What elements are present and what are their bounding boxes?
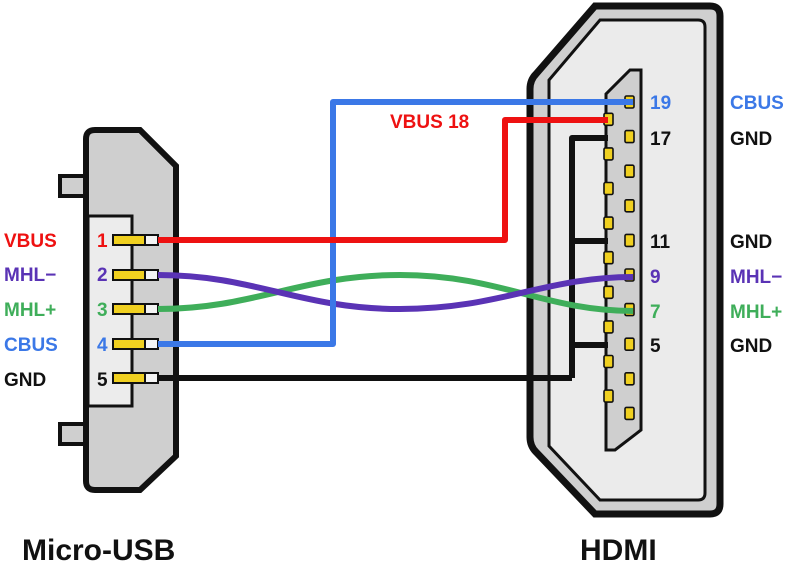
hdmi-pin-pad-17 (624, 129, 635, 144)
usb-pin4-label: CBUS (4, 335, 58, 356)
usb-pin-contact-4 (112, 338, 146, 350)
usb-pin-contact-5 (112, 372, 146, 384)
hdmi-pin17-label: GND (730, 129, 772, 150)
micro-usb-pins (112, 234, 159, 384)
usb-pin-tip-4 (144, 338, 159, 350)
hdmi-pin11-label: GND (730, 232, 772, 253)
hdmi-pin-pad-10 (603, 250, 614, 265)
hdmi-pin-pad-6 (603, 320, 614, 334)
usb-pin-tip-3 (144, 303, 159, 315)
usb-pin-contact-3 (112, 303, 146, 315)
usb-pin1-label: VBUS (4, 231, 57, 252)
micro-usb-labels: VBUS 1 MHL− 2 MHL+ 3 CBUS 4 GND 5 (4, 231, 108, 391)
hdmi-pin-pad-14 (603, 181, 614, 196)
hdmi-pin-pad-16 (603, 147, 614, 161)
usb-pin3-num: 3 (97, 300, 108, 321)
hdmi-pin-pad-4 (603, 354, 614, 369)
hdmi-pin5-label: GND (730, 336, 772, 357)
hdmi-pin-pad-15 (624, 164, 635, 178)
wire-cbus (158, 99, 633, 347)
hdmi-pin7-num: 7 (650, 302, 661, 323)
wires (157, 99, 634, 381)
wire-mhl-plus (157, 272, 634, 314)
hdmi-pin-pad-8 (603, 285, 614, 300)
hdmi-pin7-label: MHL+ (730, 302, 782, 323)
hdmi-pin9-label: MHL− (730, 267, 782, 288)
hdmi-pin19-label: CBUS (730, 93, 784, 114)
hdmi-pin-pad-2 (603, 389, 614, 403)
hdmi-pin-pad-13 (624, 199, 635, 213)
micro-usb-tab-bottom (58, 422, 88, 446)
usb-pin5-label: GND (4, 370, 46, 391)
hdmi-connector (526, 2, 724, 518)
usb-pin5-num: 5 (97, 370, 108, 391)
hdmi-vbus18-label: VBUS 18 (390, 112, 469, 133)
usb-pin1-num: 1 (97, 231, 108, 252)
usb-pin2-num: 2 (97, 265, 108, 286)
hdmi-pin-pad-12 (603, 216, 614, 230)
wire-gnd-17 (569, 135, 608, 378)
usb-pin-contact-1 (112, 234, 146, 246)
micro-usb-tab-top (58, 174, 88, 198)
micro-usb-connector (58, 127, 179, 493)
usb-pin2-label: MHL− (4, 265, 56, 286)
hdmi-labels: 19 CBUS 17 GND 11 GND 9 MHL− 7 MHL+ 5 GN… (390, 93, 784, 357)
usb-pin4-num: 4 (97, 335, 108, 356)
usb-pin-contact-2 (112, 269, 146, 281)
hdmi-pin-pad-3 (624, 371, 635, 386)
usb-pin3-label: MHL+ (4, 300, 56, 321)
usb-pin-tip-5 (144, 372, 159, 384)
hdmi-pin-pad-11 (624, 233, 635, 248)
hdmi-pin17-num: 17 (650, 129, 671, 150)
hdmi-pin11-num: 11 (650, 232, 671, 253)
hdmi-pin-pad-5 (624, 337, 635, 352)
wire-vbus (158, 117, 608, 243)
wire-mhl-minus (157, 272, 634, 312)
micro-usb-title: Micro-USB (22, 534, 175, 566)
hdmi-pin19-num: 19 (650, 93, 671, 114)
hdmi-pin9-num: 9 (650, 267, 661, 288)
hdmi-pin-pad-1 (624, 406, 635, 421)
usb-pin-tip-2 (144, 269, 159, 281)
usb-pin-tip-1 (144, 234, 159, 246)
hdmi-title: HDMI (580, 534, 657, 566)
hdmi-pin5-num: 5 (650, 336, 661, 357)
